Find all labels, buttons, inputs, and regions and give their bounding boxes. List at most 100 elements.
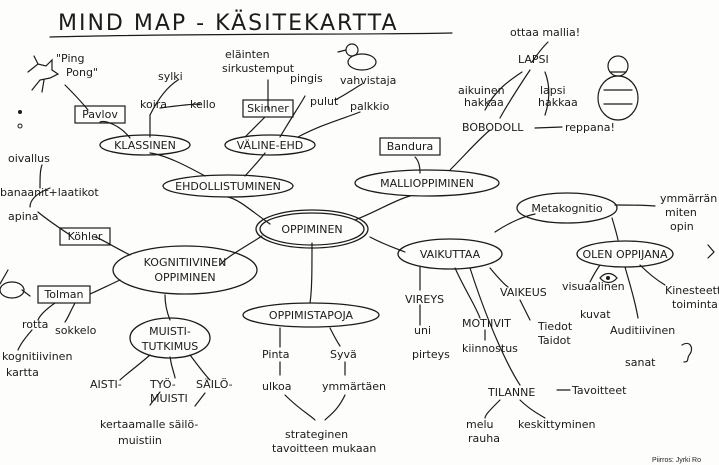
center-oval [259, 212, 365, 246]
memory-label-1: MUISTI- [149, 325, 191, 338]
memory-oval [129, 317, 211, 359]
ear-icon [681, 342, 693, 363]
kohler-label: Köhler [68, 230, 103, 243]
strateginen-2: tavoitteen mukaan [272, 442, 376, 455]
duck-icon [337, 43, 377, 71]
rotta: rotta [22, 318, 48, 331]
ymmarran-1: ymmärrän [660, 192, 717, 205]
operant-label: VÄLINE-EHD [237, 139, 304, 152]
skinner-label: Skinner [247, 102, 289, 115]
memory-label-2: TUTKIMUS [141, 340, 198, 353]
classical-label: KLASSINEN [114, 139, 176, 152]
sokkelo: sokkelo [55, 324, 97, 337]
dog-icon [17, 55, 60, 129]
ping-pong-2: Pong" [66, 66, 98, 79]
credit: Piirros: Jyrki Ro [652, 457, 701, 464]
ymmartaen: ymmärtäen [322, 380, 386, 393]
lapsi-hakkaa-1: lapsi [540, 84, 566, 97]
koira: koira [140, 98, 167, 111]
tolman-box [37, 285, 91, 304]
pinta: Pinta [262, 348, 289, 361]
ottaa-mallia: ottaa mallia! [510, 26, 580, 39]
learner-oval [576, 240, 674, 268]
doll-icon [597, 55, 639, 121]
bandura-box [379, 137, 441, 156]
melu-1: melu [466, 418, 494, 431]
skinner-box [242, 99, 294, 118]
keskittyminen: keskittyminen [518, 418, 596, 431]
conditioning-oval [162, 174, 294, 198]
kuvat: kuvat [580, 308, 611, 321]
pavlov-label: Pavlov [82, 108, 118, 121]
kinesteettinen-2: toiminta [672, 298, 718, 311]
mouse-icon [0, 269, 31, 299]
kognitiivinen-kartta-2: kartta [6, 366, 39, 379]
aisti: AISTI- [90, 378, 122, 391]
metacognition-oval [516, 192, 618, 224]
modeling-oval [354, 169, 500, 197]
palkkio: palkkio [350, 100, 390, 113]
kiinnostus: kiinnostus [462, 342, 518, 355]
leaf-labels: "Ping Pong" sylki koira kello eläinten s… [0, 26, 719, 455]
pingis: pingis [290, 72, 323, 85]
kertaamalle-1: kertaamalle säilö- [100, 418, 198, 431]
kinesteettinen-1: Kinesteettinen [665, 284, 719, 297]
bolt-icon [707, 244, 715, 259]
taidot: Taidot [537, 334, 571, 347]
classical-oval [99, 134, 191, 156]
lapsi: LAPSI [518, 53, 549, 66]
kognitiivinen-kartta-1: kognitiivinen [2, 350, 72, 363]
cognitive-label-2: OPPIMINEN [154, 271, 215, 284]
cognitive-oval [112, 245, 258, 295]
tyo: TYÖ- [149, 378, 176, 391]
strateginen-1: strateginen [285, 428, 348, 441]
pulut: pulut [310, 95, 339, 108]
title-underline [49, 32, 453, 38]
sylki: sylki [158, 70, 183, 83]
oivallus: oivallus [8, 152, 50, 165]
tilanne: TILANNE [487, 386, 535, 399]
affects-label: VAIKUTTAA [420, 248, 481, 261]
eye-icon [599, 272, 618, 284]
modeling-label: MALLIOPPIMINEN [380, 177, 474, 190]
vaikeus: VAIKEUS [500, 286, 547, 299]
vahvistaja: vahvistaja [340, 74, 396, 87]
bobodoll: BOBODOLL [462, 121, 524, 134]
muisti: MUISTI [150, 392, 188, 405]
auditiivinen: Auditiivinen [610, 324, 675, 337]
cognitive-label-1: KOGNITIIVINEN [144, 256, 227, 269]
saily: SÄILÖ- [196, 378, 233, 391]
tiedot: Tiedot [537, 320, 573, 333]
syva: Syvä [330, 348, 357, 361]
conditioning-label: EHDOLLISTUMINEN [175, 180, 281, 193]
melu-2: rauha [468, 432, 500, 445]
title: MIND MAP - KÄSITEKARTTA [58, 10, 399, 36]
kertaamalle-2: muistiin [118, 434, 162, 447]
aikuinen-1: aikuinen [458, 84, 505, 97]
ping-pong-1: "Ping [56, 52, 84, 65]
visuaalinen: visuaalinen [562, 280, 625, 293]
kello: kello [190, 98, 216, 111]
kohler-box [59, 227, 111, 246]
ulkoa: ulkoa [262, 380, 291, 393]
ymmarran-2: miten [665, 206, 697, 219]
banaanit: banaanit+laatikot [0, 186, 99, 199]
sanat: sanat [625, 356, 656, 369]
reppana: reppana! [565, 121, 615, 134]
motiivit: MOTIIVIT [462, 317, 511, 330]
pirteys: pirteys [412, 348, 450, 361]
learning-ways-label: OPPIMISTAPOJA [269, 309, 354, 322]
tolman-label: Tolman [43, 288, 83, 301]
aikuinen-2: hakkaa [464, 96, 504, 109]
affects-oval [397, 238, 503, 270]
elainten-1: eläinten [225, 48, 270, 61]
tavoitteet: Tavoitteet [571, 384, 627, 397]
learner-label: OLEN OPPIJANA [583, 248, 668, 261]
ymmarran-3: opin [670, 220, 694, 233]
pavlov-box [74, 105, 126, 124]
bandura-label: Bandura [387, 140, 433, 153]
learning-ways-oval [242, 302, 380, 328]
operant-oval [224, 134, 316, 156]
